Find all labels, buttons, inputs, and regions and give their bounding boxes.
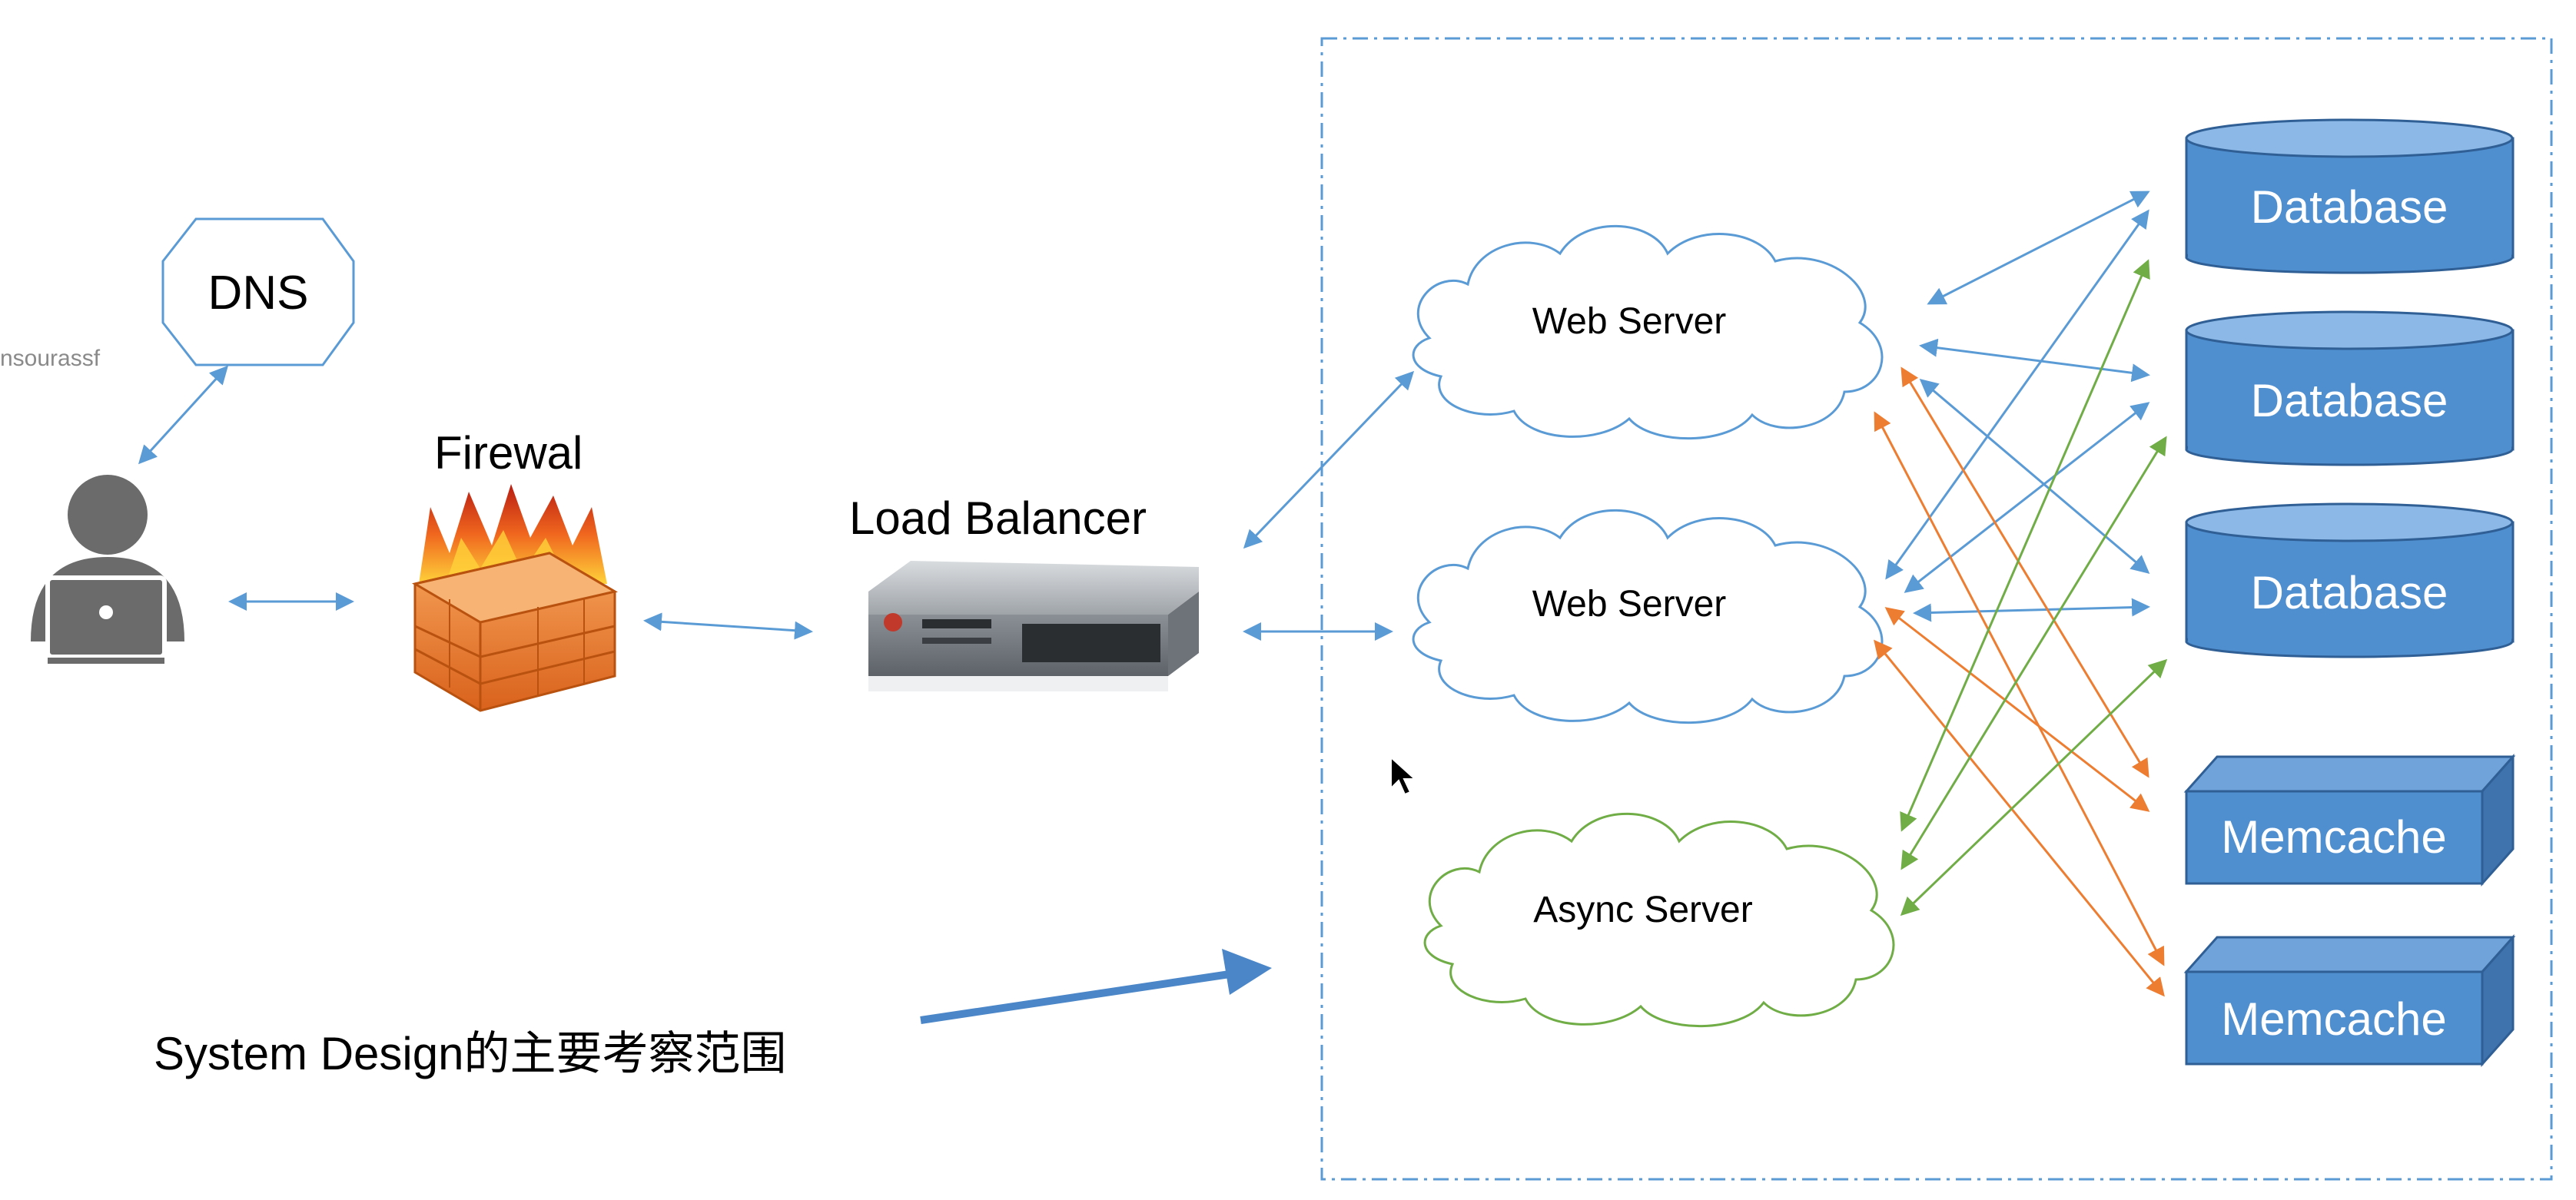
async-server-label: Async Server [1533, 890, 1752, 930]
memcache-1: Memcache [2183, 754, 2516, 887]
scope-pointer-arrow [920, 949, 1272, 1024]
firewall-label: Firewal [434, 427, 583, 479]
database-2-label: Database [2251, 375, 2448, 426]
blue-storage-connectors [1885, 191, 2150, 622]
web-server-1-label: Web Server [1532, 301, 1727, 342]
dns-label: DNS [208, 267, 309, 320]
memcache-2-label: Memcache [2221, 993, 2446, 1045]
caption-text: System Design的主要考察范围 [154, 1028, 786, 1079]
network-switch-icon [868, 561, 1199, 691]
database-1: Database [2185, 118, 2515, 274]
arrow-dns-user [138, 365, 229, 465]
arrow-lb-webserver1 [1243, 370, 1415, 549]
arrow-firewall-lb [643, 612, 813, 640]
web-server-2: Web Server [1412, 509, 1884, 724]
dns-node: DNS [161, 217, 355, 366]
green-database-connectors [1900, 259, 2168, 917]
database-3: Database [2185, 502, 2515, 658]
left-connectors [138, 365, 1415, 641]
memcache-2: Memcache [2183, 934, 2516, 1067]
dns-octagon [161, 217, 355, 366]
web-server-2-label: Web Server [1532, 584, 1727, 625]
memcache-1-label: Memcache [2221, 811, 2446, 863]
async-server: Async Server [1423, 812, 1895, 1028]
database-2: Database [2185, 310, 2515, 466]
system-design-boundary [1320, 37, 2553, 1181]
load-balancer-label: Load Balancer [849, 492, 1147, 544]
database-1-label: Database [2251, 181, 2448, 233]
mouse-pointer-icon [1390, 756, 1417, 796]
web-server-1: Web Server [1412, 224, 1884, 440]
brick-wall-fire-icon [411, 484, 619, 712]
database-3-label: Database [2251, 567, 2448, 618]
person-with-laptop-icon [31, 475, 184, 664]
watermark-text: nsourassf [0, 346, 101, 371]
